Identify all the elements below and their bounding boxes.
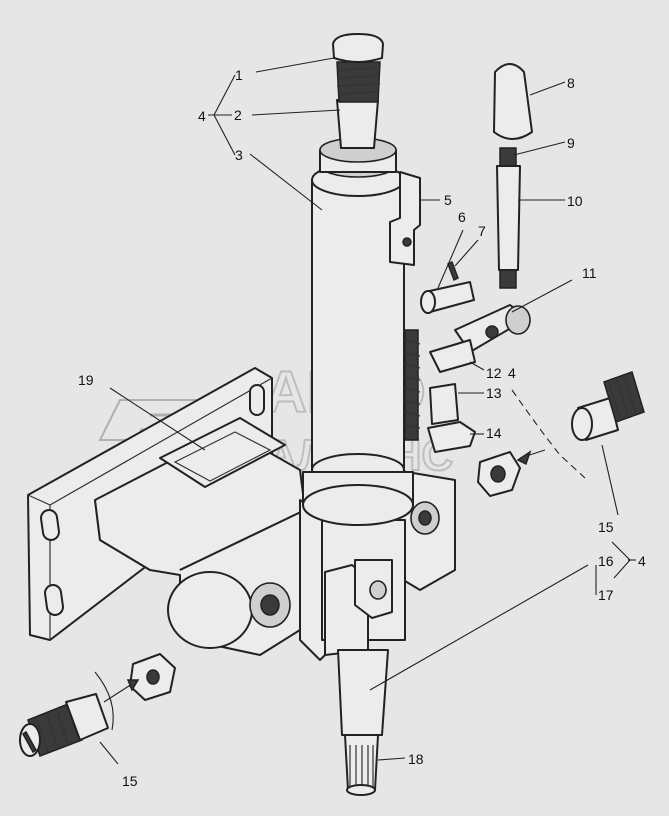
callout-17: 17 [598,587,614,603]
leader-lines [94,57,636,765]
callout-labels: 1 2 3 4 5 6 7 8 9 10 11 12 4 13 14 15 16… [78,67,646,789]
spring-and-pawls [403,329,476,453]
callout-19: 19 [78,372,94,388]
callout-15-left: 15 [122,773,138,789]
callout-13: 13 [486,385,502,401]
callout-14: 14 [486,425,502,441]
callout-18: 18 [408,751,424,767]
threaded-plug-left [19,693,109,757]
castle-nut-right [477,451,521,497]
callout-9: 9 [567,135,575,151]
callout-6: 6 [458,209,466,225]
yoke-coupling [429,304,531,373]
callout-10: 10 [567,193,583,209]
callout-12: 12 [486,365,502,381]
callout-16: 16 [598,553,614,569]
callout-5: 5 [444,192,452,208]
callout-8: 8 [567,75,575,91]
castle-nut-left [129,653,176,701]
callout-2: 2 [234,107,242,123]
pin-assembly [420,260,475,314]
plunger-rod [336,61,381,149]
callout-1: 1 [235,67,243,83]
callout-11: 11 [582,265,597,281]
callout-15-right: 15 [598,519,614,535]
threaded-plug-right [571,371,645,441]
callout-3: 3 [235,147,243,163]
callout-4-top: 4 [198,108,206,124]
callout-4-right: 4 [638,553,646,569]
callout-7: 7 [478,223,486,239]
handle-knob [493,63,533,140]
callout-4-mid: 4 [508,365,516,381]
knob-cap [332,33,384,63]
column-tube [302,137,414,526]
lower-shaft [321,519,406,796]
side-bracket [389,171,421,266]
lever-rod [496,147,521,289]
